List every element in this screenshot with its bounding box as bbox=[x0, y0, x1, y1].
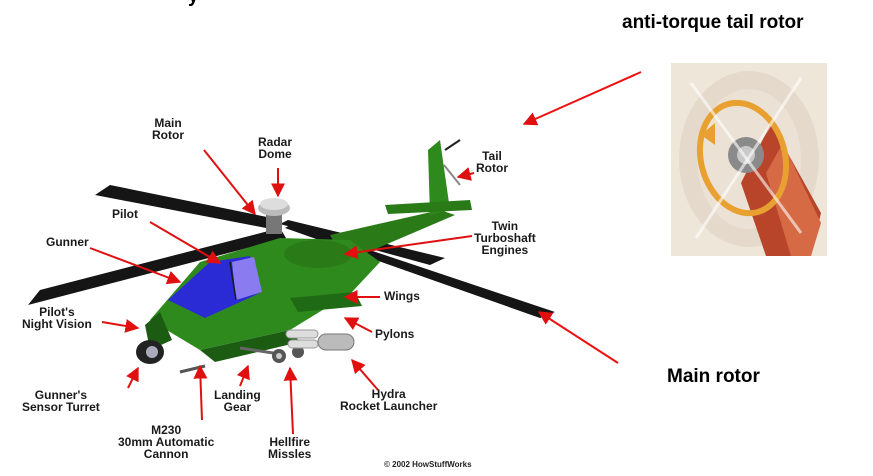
label-gunner: Gunner bbox=[46, 236, 89, 248]
slide-arrows bbox=[524, 72, 641, 363]
tail-rotor-slide-label: anti-torque tail rotor bbox=[622, 12, 804, 34]
main-rotor-slide-label: Main rotor bbox=[667, 366, 760, 388]
label-wings: Wings bbox=[384, 290, 420, 302]
copyright-notice: © 2002 HowStuffWorks bbox=[384, 460, 472, 469]
label-pylons: Pylons bbox=[375, 328, 414, 340]
engines bbox=[284, 240, 352, 268]
label-pilot: Pilot bbox=[112, 208, 138, 220]
tail-rotor-photo bbox=[671, 63, 827, 256]
